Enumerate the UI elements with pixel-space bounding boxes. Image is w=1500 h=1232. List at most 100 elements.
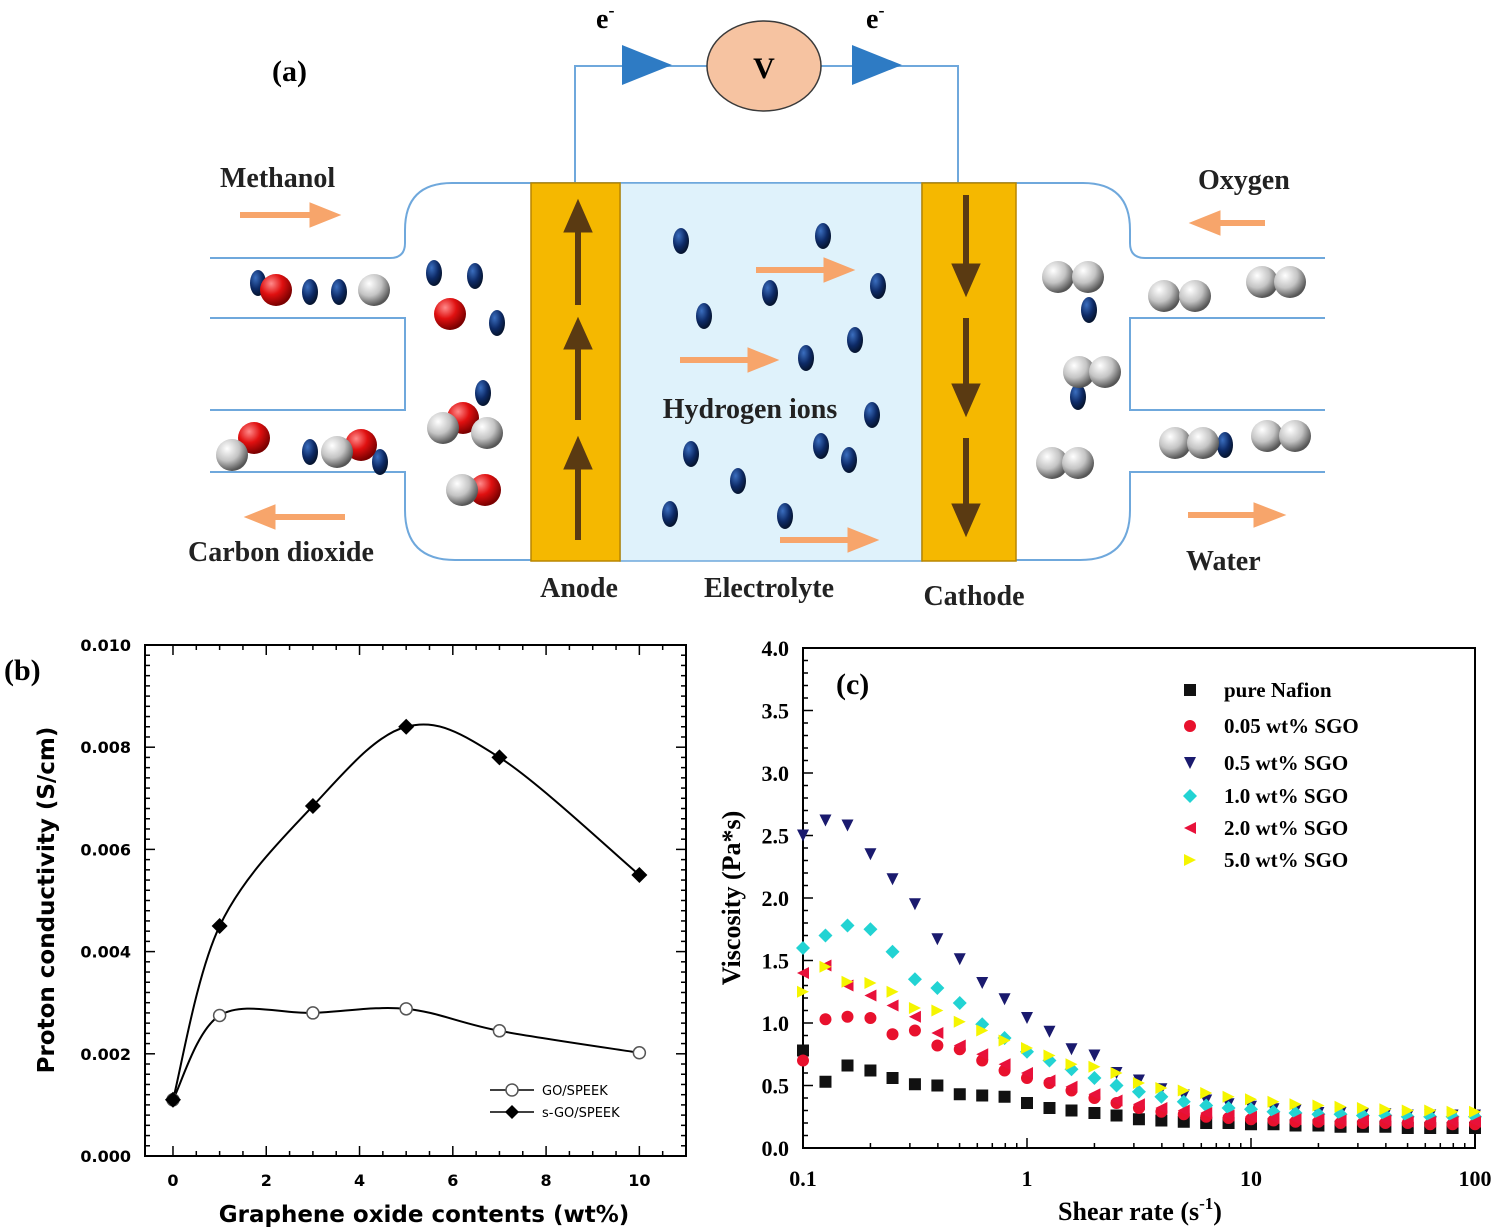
data-point-5.0 wt% SGO xyxy=(1110,1067,1123,1079)
data-point-GO/SPEEK xyxy=(492,1024,507,1038)
hydrogen-ion-icon xyxy=(762,280,778,306)
y-tick-label-b: 0.004 xyxy=(80,943,131,962)
data-point-0.5 wt% SGO xyxy=(1088,1049,1101,1062)
data-point-5.0 wt% SGO xyxy=(1469,1105,1481,1118)
electron-label-sup: - xyxy=(878,0,884,20)
data-point-5.0 wt% SGO xyxy=(819,960,832,973)
electrolyte-label: Electrolyte xyxy=(704,573,834,604)
data-point-0.5 wt% SGO xyxy=(1021,1012,1033,1024)
data-point-5.0 wt% SGO xyxy=(1289,1098,1302,1111)
hydrogen-ion-icon xyxy=(372,449,388,475)
data-point-5.0 wt% SGO xyxy=(1222,1090,1235,1103)
cathode-current-arrows xyxy=(951,195,981,538)
electron-label-sup: - xyxy=(608,0,614,20)
data-point-2.0 wt% SGO xyxy=(1132,1098,1145,1111)
data-point-pure Nafion xyxy=(864,1064,877,1077)
x-axis-label-c-sup: -1 xyxy=(1199,1194,1213,1213)
x-tick-label-b: 4 xyxy=(354,1171,365,1190)
y-tick-label-c: 2.5 xyxy=(762,824,790,849)
data-point-0.05 wt% SGO xyxy=(886,1028,899,1041)
data-point-2.0 wt% SGO xyxy=(953,1039,966,1052)
data-point-2.0 wt% SGO xyxy=(1401,1115,1414,1128)
y-tick-label-b: 0.006 xyxy=(80,840,131,859)
hydrogen-ion-icon xyxy=(1081,297,1097,323)
gray-atom-icon xyxy=(1246,266,1278,298)
x-tick-label-c: 1 xyxy=(1022,1166,1033,1191)
data-point-2.0 wt% SGO xyxy=(976,1048,989,1061)
data-point-pure Nafion xyxy=(1088,1107,1101,1119)
data-point-5.0 wt% SGO xyxy=(1356,1102,1369,1114)
cathode-label: Cathode xyxy=(923,581,1024,612)
data-point-5.0 wt% SGO xyxy=(1043,1049,1056,1062)
data-point-0.5 wt% SGO xyxy=(931,933,944,946)
data-point-5.0 wt% SGO xyxy=(1065,1058,1078,1071)
data-point-pure Nafion xyxy=(1043,1102,1056,1114)
electron-label-text: e xyxy=(596,4,608,35)
data-point-0.5 wt% SGO xyxy=(953,953,966,966)
y-tick-label-c: 4.0 xyxy=(762,636,790,661)
data-point-GO/SPEEK xyxy=(632,1046,647,1060)
data-point-1.0 wt% SGO xyxy=(863,922,878,937)
hydrogen-ion-icon xyxy=(847,327,863,353)
data-point-s-GO/SPEEK xyxy=(211,918,228,935)
electron-arrow-icon xyxy=(852,45,902,85)
data-point-2.0 wt% SGO xyxy=(1200,1107,1213,1119)
x-tick-label-b: 0 xyxy=(167,1171,178,1190)
gray-atom-icon xyxy=(427,412,459,444)
legend-label-c: 5.0 wt% SGO xyxy=(1224,848,1348,872)
data-point-2.0 wt% SGO xyxy=(1446,1115,1459,1128)
data-point-pure Nafion xyxy=(1021,1097,1033,1109)
oxygen-atom-icon xyxy=(238,422,270,454)
legend-label-c: 0.5 wt% SGO xyxy=(1224,751,1348,775)
data-point-2.0 wt% SGO xyxy=(931,1027,944,1039)
y-tick-label-b: 0.002 xyxy=(80,1045,131,1064)
data-point-2.0 wt% SGO xyxy=(1379,1114,1392,1127)
hydrogen-ion-icon xyxy=(870,273,886,299)
legend-label-b: GO/SPEEK xyxy=(542,1084,608,1099)
data-point-pure Nafion xyxy=(886,1072,899,1084)
data-point-0.5 wt% SGO xyxy=(998,993,1011,1006)
data-point-pure Nafion xyxy=(1132,1113,1145,1126)
electron-label-text: e xyxy=(866,4,878,35)
y-tick-label-c: 2.0 xyxy=(762,886,790,911)
y-tick-label-c: 1.0 xyxy=(762,1011,790,1036)
y-axis-label-c: Viscosity (Pa*s) xyxy=(717,811,746,986)
x-axis-label-c: Shear rate (s-1) xyxy=(1058,1194,1222,1226)
panel-label-b: (b) xyxy=(4,654,41,687)
data-point-2.0 wt% SGO xyxy=(1356,1114,1369,1127)
electron-label: e- xyxy=(596,0,614,35)
x-tick-label-b: 10 xyxy=(628,1171,650,1190)
legend-marker-c xyxy=(1184,720,1196,732)
data-point-1.0 wt% SGO xyxy=(1176,1094,1191,1109)
hydrogen-ion-icon xyxy=(813,433,829,459)
hydrogen-ion-icon xyxy=(489,310,505,336)
data-point-GO/SPEEK xyxy=(306,1006,320,1020)
legend-label-c: 1.0 wt% SGO xyxy=(1224,784,1348,808)
data-point-5.0 wt% SGO xyxy=(797,985,809,998)
legend-marker-c xyxy=(1183,789,1197,803)
data-point-0.5 wt% SGO xyxy=(819,814,832,827)
gray-atom-icon xyxy=(1148,280,1180,312)
electron-label: e- xyxy=(866,0,884,35)
data-point-1.0 wt% SGO xyxy=(1154,1089,1169,1104)
gray-atom-icon xyxy=(1279,420,1311,452)
data-point-0.5 wt% SGO xyxy=(864,848,877,861)
data-point-GO/SPEEK xyxy=(399,1002,413,1016)
legend-label-c: 2.0 wt% SGO xyxy=(1224,816,1348,840)
data-point-s-GO/SPEEK xyxy=(398,718,415,735)
data-point-pure Nafion xyxy=(998,1090,1011,1103)
hydrogen-ion-icon xyxy=(841,447,857,473)
y-tick-label-c: 3.5 xyxy=(762,699,790,724)
data-point-pure Nafion xyxy=(819,1075,832,1088)
data-point-0.05 wt% SGO xyxy=(908,1024,921,1037)
data-point-0.5 wt% SGO xyxy=(886,873,899,886)
hydrogen-ion-icon xyxy=(302,439,318,465)
x-axis-label-c-end: ) xyxy=(1213,1197,1222,1226)
hydrogen-ion-icon xyxy=(1217,432,1233,458)
x-tick-label-c: 10 xyxy=(1240,1166,1262,1191)
data-point-1.0 wt% SGO xyxy=(840,918,855,933)
electrolyte-region xyxy=(619,182,923,562)
